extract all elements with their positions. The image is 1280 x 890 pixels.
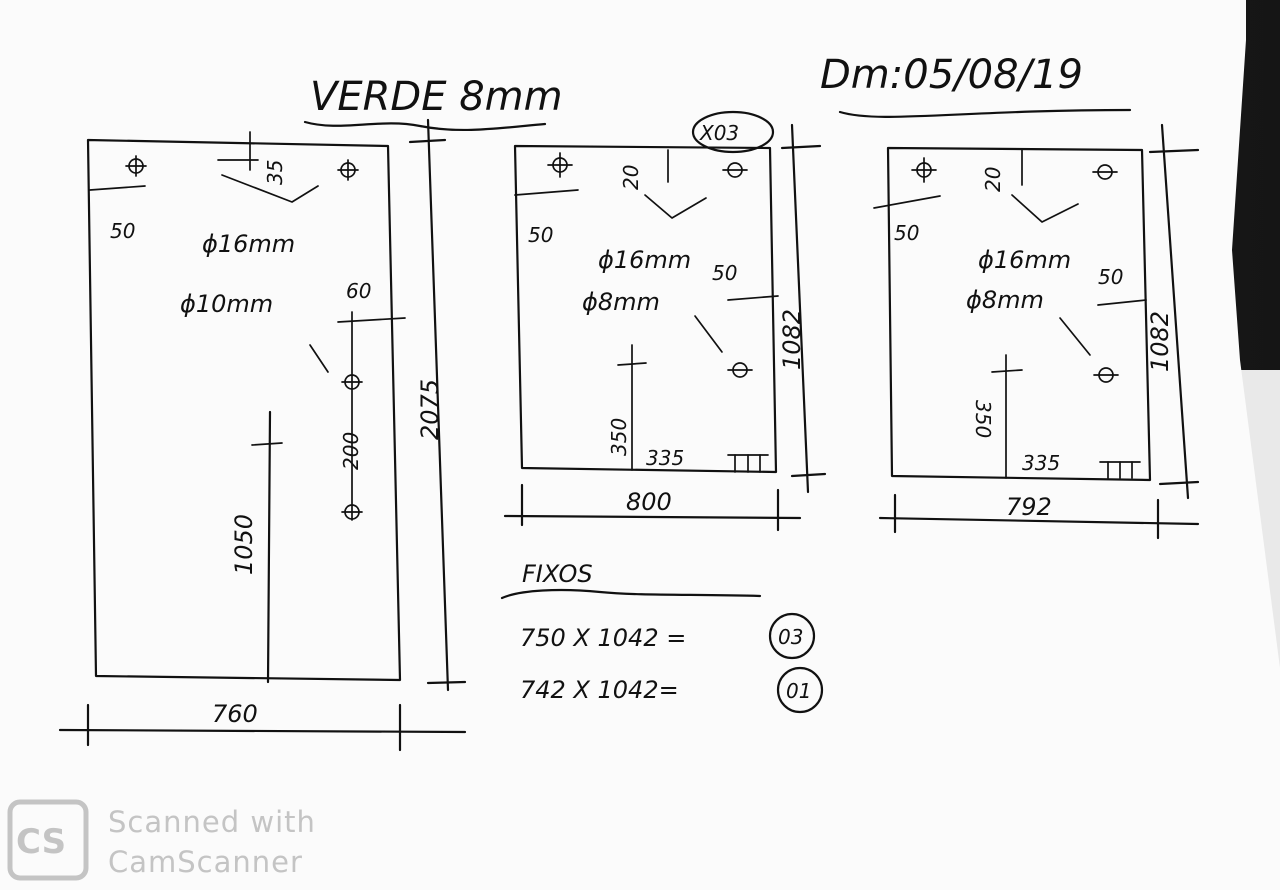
panel-right-width-label: 792	[1006, 493, 1052, 521]
panel-left-width-line	[58, 728, 467, 734]
panel-right-edge-label: 50	[1098, 265, 1123, 289]
panel-left-200-label: 200	[339, 432, 363, 470]
watermark-line-1: Scanned with	[108, 805, 316, 839]
panel-left-hole-label-2: ϕ10mm	[180, 290, 273, 318]
panel-middle-335-label: 335	[646, 446, 684, 470]
panel-right-offset-x-label: 50	[894, 221, 919, 245]
quantity-circle	[691, 110, 775, 154]
panel-left-offset-x-label: 50	[110, 219, 135, 243]
panel-right-350-label: 350	[971, 400, 995, 438]
panel-right: 50 20 ϕ16mm ϕ8mm 50 350 335 792 1082	[873, 123, 1200, 540]
panel-right-hole-label-1: ϕ16mm	[978, 246, 1071, 274]
panel-middle-350-label: 350	[607, 418, 631, 456]
fixos-qty-circle-2	[776, 666, 824, 714]
panel-left-width-label: 760	[212, 700, 258, 728]
panel-middle-quantity: X03	[699, 121, 739, 145]
panel-left-height-label: 2075	[416, 379, 444, 440]
panel-left-edge-label: 60	[346, 279, 371, 303]
panel-middle-width-line	[503, 514, 802, 520]
camscanner-watermark: CS Scanned with CamScanner	[7, 799, 316, 881]
panel-right-offset-y-label: 20	[981, 167, 1005, 192]
panel-right-width-line	[878, 516, 1200, 526]
panel-middle-height-line	[790, 123, 810, 494]
fixos-underline	[500, 588, 762, 600]
panel-middle-width-label: 800	[626, 488, 672, 516]
fixos-heading: FIXOS	[522, 560, 593, 588]
camscanner-logo-icon	[7, 799, 89, 881]
panel-middle: X03 50 20 ϕ16mm ϕ8mm 50 350 335 800 1082	[503, 110, 827, 532]
panel-right-335-label: 335	[1022, 451, 1060, 475]
panel-left-1050-line	[266, 410, 272, 684]
panel-middle-edge-label: 50	[712, 261, 737, 285]
fixos-qty-2: 01	[786, 679, 811, 703]
header: VERDE 8mm Dm:05/08/19	[303, 52, 1132, 132]
panel-left-offset-y-label: 35	[263, 160, 287, 185]
panel-middle-hole-label-2: ϕ8mm	[582, 288, 660, 316]
panel-middle-offset-y-label: 20	[619, 165, 643, 190]
panel-right-hole-label-2: ϕ8mm	[966, 286, 1044, 314]
fixos-line-1: 750 X 1042 =	[520, 624, 686, 652]
fixos-qty-1: 03	[778, 625, 803, 649]
panel-middle-height-label: 1082	[778, 309, 806, 370]
date-underline	[838, 108, 1132, 118]
panel-middle-hole-label-1: ϕ16mm	[598, 246, 691, 274]
panel-right-height-label: 1082	[1146, 311, 1174, 372]
fixos-qty-circle-1	[768, 612, 816, 660]
fixos-section: FIXOS 750 X 1042 = 03 742 X 1042= 01	[500, 560, 824, 714]
panel-left-outline	[86, 138, 402, 682]
fixos-line-2: 742 X 1042=	[520, 676, 679, 704]
panel-right-height-line	[1160, 123, 1190, 500]
camscanner-logo-text: CS	[16, 822, 66, 862]
panel-middle-outline	[513, 144, 778, 474]
panel-left: 760 2075 50 35 ϕ16mm ϕ10mm 60 200 1050	[58, 118, 467, 752]
title-underline	[303, 120, 547, 132]
date-text: Dm:05/08/19	[820, 52, 1083, 98]
panel-left-1050-label: 1050	[230, 514, 258, 575]
watermark-line-2: CamScanner	[108, 845, 303, 879]
title-text: VERDE 8mm	[310, 74, 563, 120]
panel-right-outline	[886, 146, 1152, 482]
panel-middle-offset-x-label: 50	[528, 223, 553, 247]
panel-left-height-line	[426, 118, 450, 692]
panel-left-hole-label-1: ϕ16mm	[202, 230, 295, 258]
